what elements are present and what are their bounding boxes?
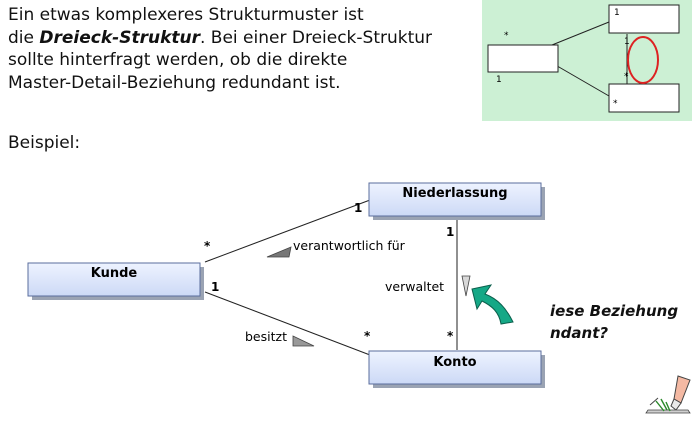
class-label-niederlassung: Niederlassung bbox=[402, 186, 507, 201]
question-line-1: iese Beziehung bbox=[550, 302, 679, 320]
assoc-label-verwaltet: verwaltet bbox=[385, 279, 444, 294]
class-box-konto: Konto bbox=[368, 350, 545, 388]
legend-line-bottom bbox=[551, 62, 610, 97]
assoc-line-kunde-konto bbox=[204, 291, 371, 356]
intro-line-3: sollte hinterfragt werden, ob die direkt… bbox=[8, 50, 348, 70]
mult-konto-top: * bbox=[447, 329, 454, 343]
legend-box-bottom bbox=[608, 83, 680, 113]
legend-mult-bottom-star: * bbox=[613, 99, 618, 109]
mult-kunde-right: 1 bbox=[211, 280, 219, 294]
green-curved-arrow-icon bbox=[471, 284, 514, 325]
intro-line-2-suffix: . Bei einer Dreieck-Struktur bbox=[200, 27, 433, 48]
question-line-2: ndant? bbox=[550, 324, 609, 342]
intro-emphasis-term: Dreieck-Struktur bbox=[39, 27, 200, 48]
class-box-niederlassung: Niederlassung bbox=[368, 182, 545, 220]
class-box-kunde: Kunde bbox=[27, 262, 204, 300]
class-rect bbox=[27, 262, 201, 297]
assoc-line-kunde-niederlassung bbox=[204, 199, 371, 263]
direction-triangle-verwaltet bbox=[461, 275, 471, 297]
legend-pattern-diagram: 1 * 1 1 * * bbox=[482, 0, 692, 121]
legend-mult-star-left: * bbox=[504, 31, 509, 41]
intro-line-1: Ein etwas komplexeres Strukturmuster ist bbox=[8, 5, 364, 25]
legend-svg: 1 * 1 1 * * bbox=[487, 4, 680, 113]
mult-niederlassung-bottom: 1 bbox=[446, 225, 454, 239]
hand-pointer-icon bbox=[645, 375, 691, 414]
class-label-konto: Konto bbox=[433, 355, 476, 370]
example-label: Beispiel: bbox=[8, 133, 81, 153]
legend-mult-right-1: 1 bbox=[624, 37, 630, 47]
mult-konto-left: * bbox=[364, 329, 371, 343]
legend-highlight-ellipse bbox=[627, 36, 659, 84]
legend-line-top bbox=[551, 21, 610, 46]
intro-line-2: die Dreieck-Struktur. Bei einer Dreieck-… bbox=[8, 27, 468, 50]
legend-box-left bbox=[487, 44, 559, 73]
intro-line-2-prefix: die bbox=[8, 27, 40, 48]
mult-kunde-top: * bbox=[204, 239, 211, 253]
intro-line-4: Master-Detail-Beziehung redundant ist. bbox=[8, 72, 341, 93]
assoc-label-besitzt: besitzt bbox=[245, 329, 287, 344]
question-text: iese Beziehung ndant? bbox=[550, 300, 678, 344]
direction-triangle-verantwortlich bbox=[266, 246, 292, 258]
class-rect bbox=[368, 350, 542, 385]
legend-mult-right-star: * bbox=[624, 72, 629, 82]
legend-mult-top: 1 bbox=[614, 8, 620, 18]
intro-text: Ein etwas komplexeres Strukturmuster ist… bbox=[8, 4, 468, 94]
assoc-label-verantwortlich: verantwortlich für bbox=[293, 238, 406, 253]
class-rect bbox=[368, 182, 542, 217]
direction-triangle-besitzt bbox=[292, 335, 315, 347]
legend-box-top bbox=[608, 4, 680, 34]
legend-mult-left-bottom: 1 bbox=[496, 75, 502, 85]
class-label-kunde: Kunde bbox=[91, 266, 138, 281]
mult-niederlassung-left: 1 bbox=[354, 201, 362, 215]
